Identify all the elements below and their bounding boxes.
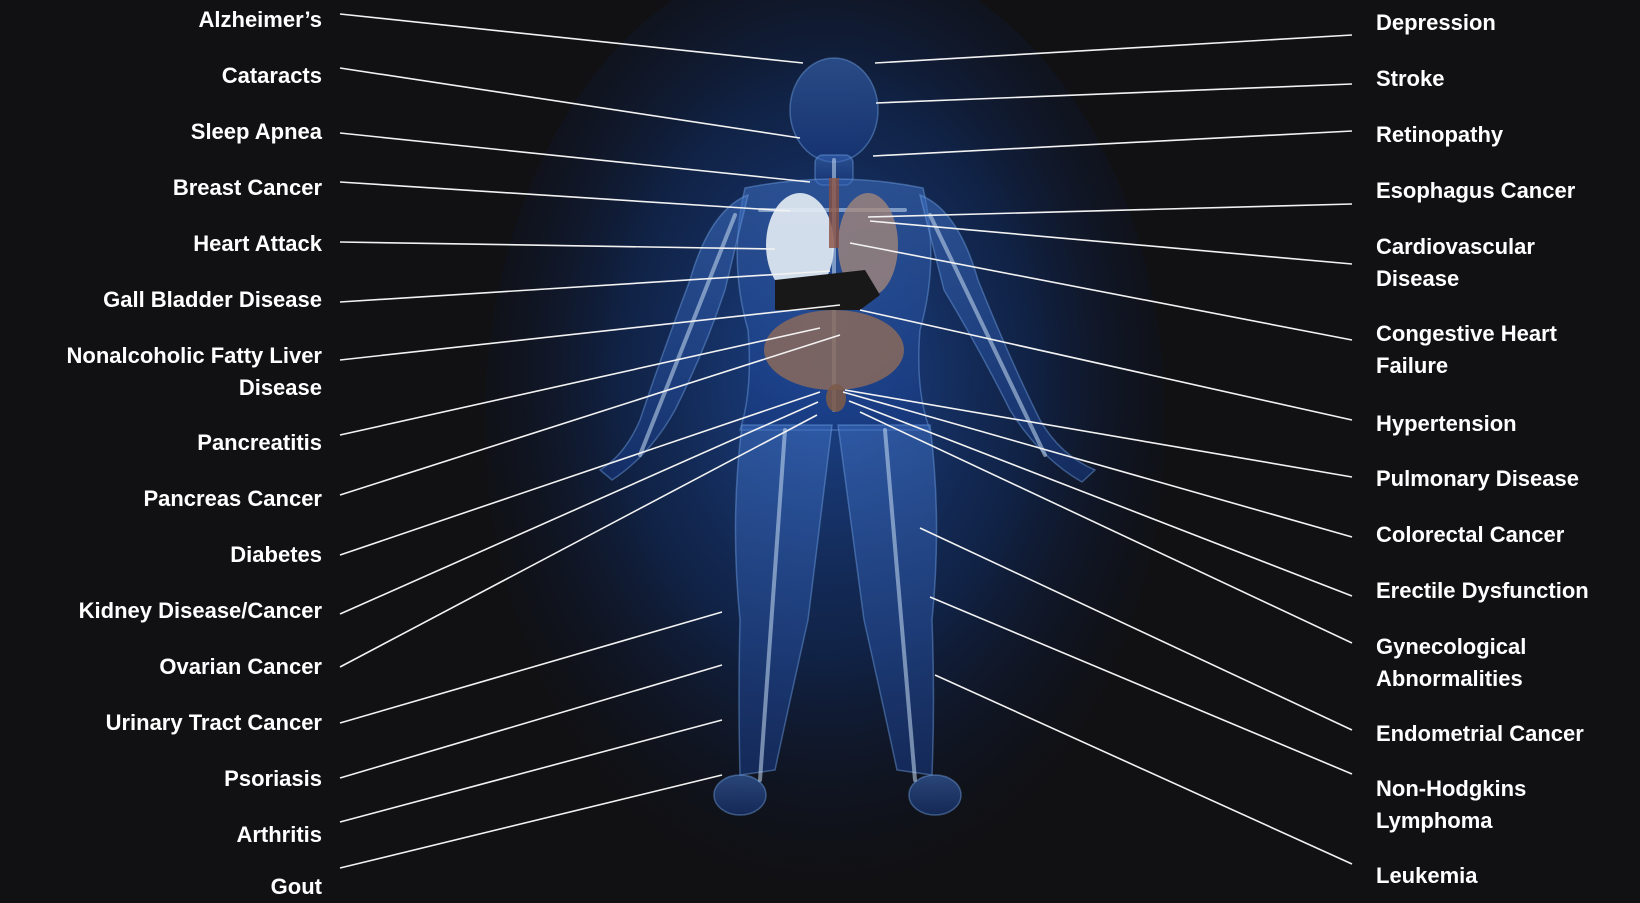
esophagus (829, 178, 839, 248)
label-depression: Depression (1376, 7, 1496, 39)
label-stroke: Stroke (1376, 63, 1444, 95)
label-sleep-apnea: Sleep Apnea (191, 116, 322, 148)
label-colorectal-cancer: Colorectal Cancer (1376, 519, 1564, 551)
label-endometrial-cancer: Endometrial Cancer (1376, 718, 1584, 750)
label-breast-cancer: Breast Cancer (173, 172, 322, 204)
label-diabetes: Diabetes (230, 539, 322, 571)
label-urinary-tract-cancer: Urinary Tract Cancer (106, 707, 322, 739)
label-hypertension: Hypertension (1376, 408, 1517, 440)
label-kidney-disease-cancer: Kidney Disease/Cancer (79, 595, 322, 627)
bladder (826, 384, 846, 412)
label-gout: Gout (271, 871, 322, 903)
label-pancreatitis: Pancreatitis (197, 427, 322, 459)
label-pulmonary-disease: Pulmonary Disease (1376, 463, 1579, 495)
label-alzheimers: Alzheimer’s (199, 4, 323, 36)
label-arthritis: Arthritis (236, 819, 322, 851)
label-esophagus-cancer: Esophagus Cancer (1376, 175, 1575, 207)
label-pancreas-cancer: Pancreas Cancer (143, 483, 322, 515)
label-ovarian-cancer: Ovarian Cancer (159, 651, 322, 683)
label-gall-bladder-disease: Gall Bladder Disease (103, 284, 322, 316)
label-retinopathy: Retinopathy (1376, 119, 1503, 151)
label-leukemia: Leukemia (1376, 860, 1478, 892)
label-heart-attack: Heart Attack (193, 228, 322, 260)
intestines (764, 310, 904, 390)
label-psoriasis: Psoriasis (224, 763, 322, 795)
label-erectile-dysfunction: Erectile Dysfunction (1376, 575, 1589, 607)
label-cataracts: Cataracts (222, 60, 322, 92)
